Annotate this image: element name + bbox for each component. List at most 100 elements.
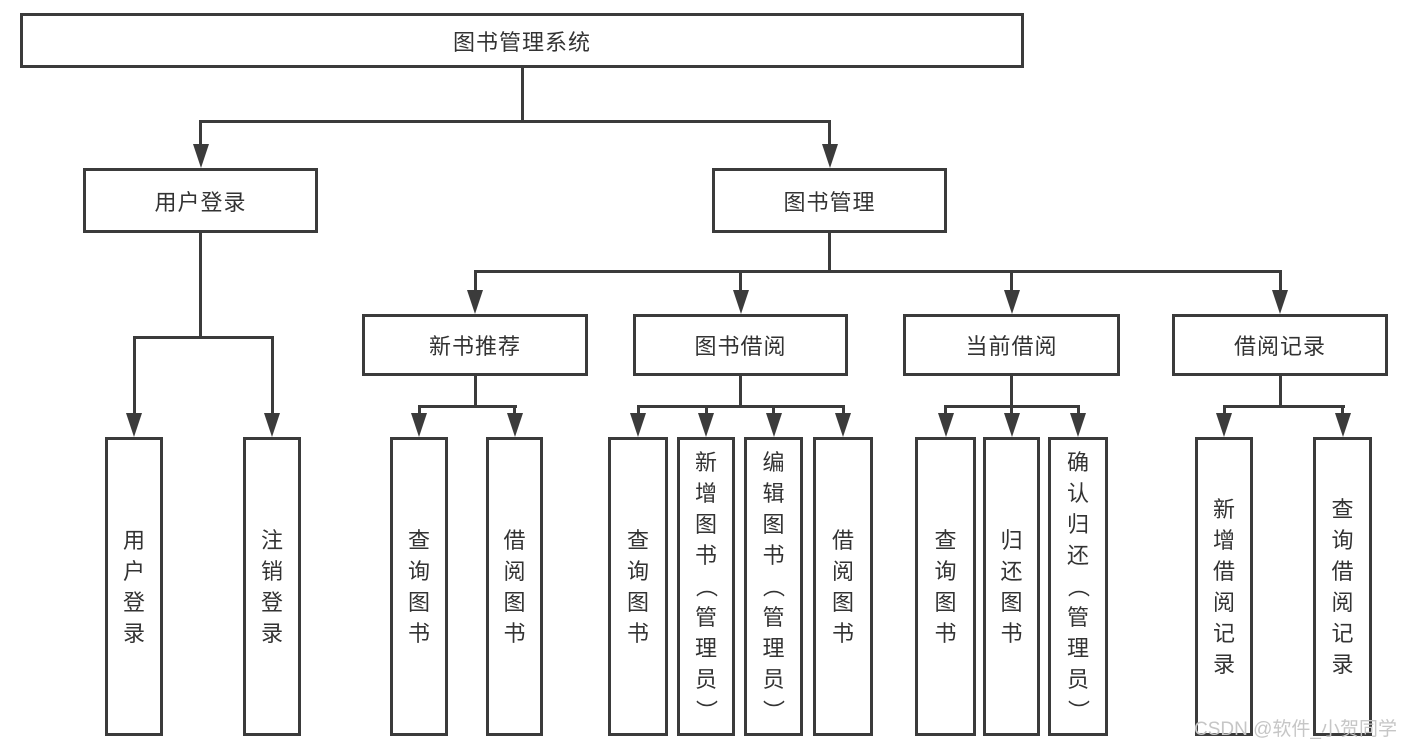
connector-line: [418, 405, 517, 408]
node-label-char: 阅: [1331, 589, 1354, 615]
arrow-down-icon: [732, 290, 749, 314]
node-label-char: 编: [762, 450, 785, 475]
node-leaf-logout: 注销登录: [243, 437, 301, 736]
node-label-char: 归: [1000, 527, 1023, 553]
node-label-char: 图: [626, 589, 649, 615]
connector-line: [1341, 408, 1344, 415]
node-label-char: 查: [407, 527, 430, 553]
node-label-char: 理: [1066, 636, 1089, 661]
node-leaf-borrow-books-borrow: 借阅图书: [813, 437, 873, 736]
node-leaf-query-borrow-record: 查询借阅记录: [1313, 437, 1372, 736]
node-leaf-confirm-return-admin: 确认归还（管理员）: [1048, 437, 1108, 736]
node-label-char: 图: [831, 589, 854, 615]
node-label-char: 归: [1066, 512, 1089, 537]
connector-line: [1010, 273, 1013, 292]
arrow-down-icon: [821, 144, 838, 168]
arrow-down-icon: [1334, 413, 1351, 437]
node-label-char: 用: [122, 527, 145, 553]
connector-line: [199, 123, 202, 146]
node-label-char: 借: [1331, 558, 1354, 584]
node-label-char: 户: [122, 558, 145, 584]
node-label-char: 增: [1212, 527, 1235, 553]
node-label-char: 书: [831, 620, 854, 646]
connector-line: [1279, 273, 1282, 292]
node-leaf-borrow-books-new: 借阅图书: [486, 437, 543, 736]
node-label-char: ）: [693, 699, 719, 722]
connector-line: [513, 408, 516, 415]
node-label-char: ）: [1065, 699, 1091, 722]
connector-line: [1077, 408, 1080, 415]
node-leaf-add-borrow-record: 新增借阅记录: [1195, 437, 1253, 736]
arrow-down-icon: [698, 413, 714, 437]
connector-line: [637, 408, 640, 415]
arrow-down-icon: [1070, 413, 1086, 437]
node-label-char: 阅: [503, 558, 526, 584]
node-label-char: 询: [1331, 527, 1354, 553]
connector-line: [474, 270, 1282, 273]
connector-line: [1279, 376, 1282, 408]
arrow-down-icon: [411, 413, 427, 437]
node-label-char: 图: [694, 512, 717, 537]
node-label-char: 查: [1331, 496, 1354, 522]
connector-line: [418, 408, 421, 415]
node-label-char: 管: [1066, 605, 1089, 630]
node-leaf-add-books-admin: 新增图书（管理员）: [677, 437, 735, 736]
node-book-borrowing: 图书借阅: [633, 314, 848, 376]
node-label-char: 录: [122, 620, 145, 646]
arrow-down-icon: [765, 413, 782, 437]
connector-line: [944, 408, 947, 415]
node-label-char: 员: [1066, 667, 1089, 692]
node-label-char: 查: [626, 527, 649, 553]
node-label-char: 管: [694, 605, 717, 630]
node-label: 新书推荐: [428, 334, 521, 359]
connector-line: [1223, 408, 1226, 415]
node-label-char: 图: [407, 589, 430, 615]
node-book-management: 图书管理: [712, 168, 947, 233]
node-label-char: 确: [1066, 450, 1089, 475]
watermark: CSDN @软件_小贺同学: [1194, 719, 1397, 740]
arrow-down-icon: [937, 413, 954, 437]
connector-line: [739, 376, 742, 408]
node-label-char: 图: [1000, 589, 1023, 615]
node-user-login: 用户登录: [83, 168, 318, 233]
connector-line: [271, 339, 274, 415]
node-label: 用户登录: [154, 189, 247, 215]
node-label-char: 理: [694, 636, 717, 661]
node-label-char: 书: [1000, 620, 1023, 646]
node-borrowing-records: 借阅记录: [1172, 314, 1388, 376]
node-label-char: 记: [1331, 620, 1354, 646]
connector-line: [842, 408, 845, 415]
node-label-char: 查: [934, 527, 957, 553]
node-label-char: 认: [1066, 481, 1089, 506]
node-label-char: ）: [760, 699, 786, 722]
node-label: 借阅记录: [1233, 334, 1326, 359]
arrow-down-icon: [1216, 413, 1232, 437]
node-label-char: 管: [762, 605, 785, 630]
node-system: 图书管理系统: [20, 13, 1024, 68]
connector-line: [1223, 405, 1345, 408]
node-label-char: 书: [626, 620, 649, 646]
node-label-char: 书: [503, 620, 526, 646]
node-label-char: 借: [831, 527, 854, 553]
node-label-char: 销: [260, 558, 283, 584]
node-label-char: 图: [503, 589, 526, 615]
node-label: 图书管理系统: [452, 29, 591, 55]
node-leaf-edit-books-admin: 编辑图书（管理员）: [744, 437, 803, 736]
connector-line: [705, 408, 708, 415]
node-label-char: 录: [1331, 651, 1354, 677]
node-label-char: 新: [694, 450, 717, 475]
arrow-down-icon: [467, 290, 483, 314]
arrow-down-icon: [1003, 290, 1020, 314]
connector-line: [944, 405, 1080, 408]
node-leaf-query-books-new: 查询图书: [390, 437, 448, 736]
arrow-down-icon: [630, 413, 646, 437]
connector-line: [637, 405, 845, 408]
connector-line: [739, 273, 742, 292]
node-label-char: 员: [762, 667, 785, 692]
node-label: 当前借阅: [965, 334, 1058, 359]
node-label-char: 新: [1212, 496, 1235, 522]
node-label-char: （: [760, 575, 786, 598]
connector-line: [828, 123, 831, 146]
arrow-down-icon: [835, 413, 851, 437]
